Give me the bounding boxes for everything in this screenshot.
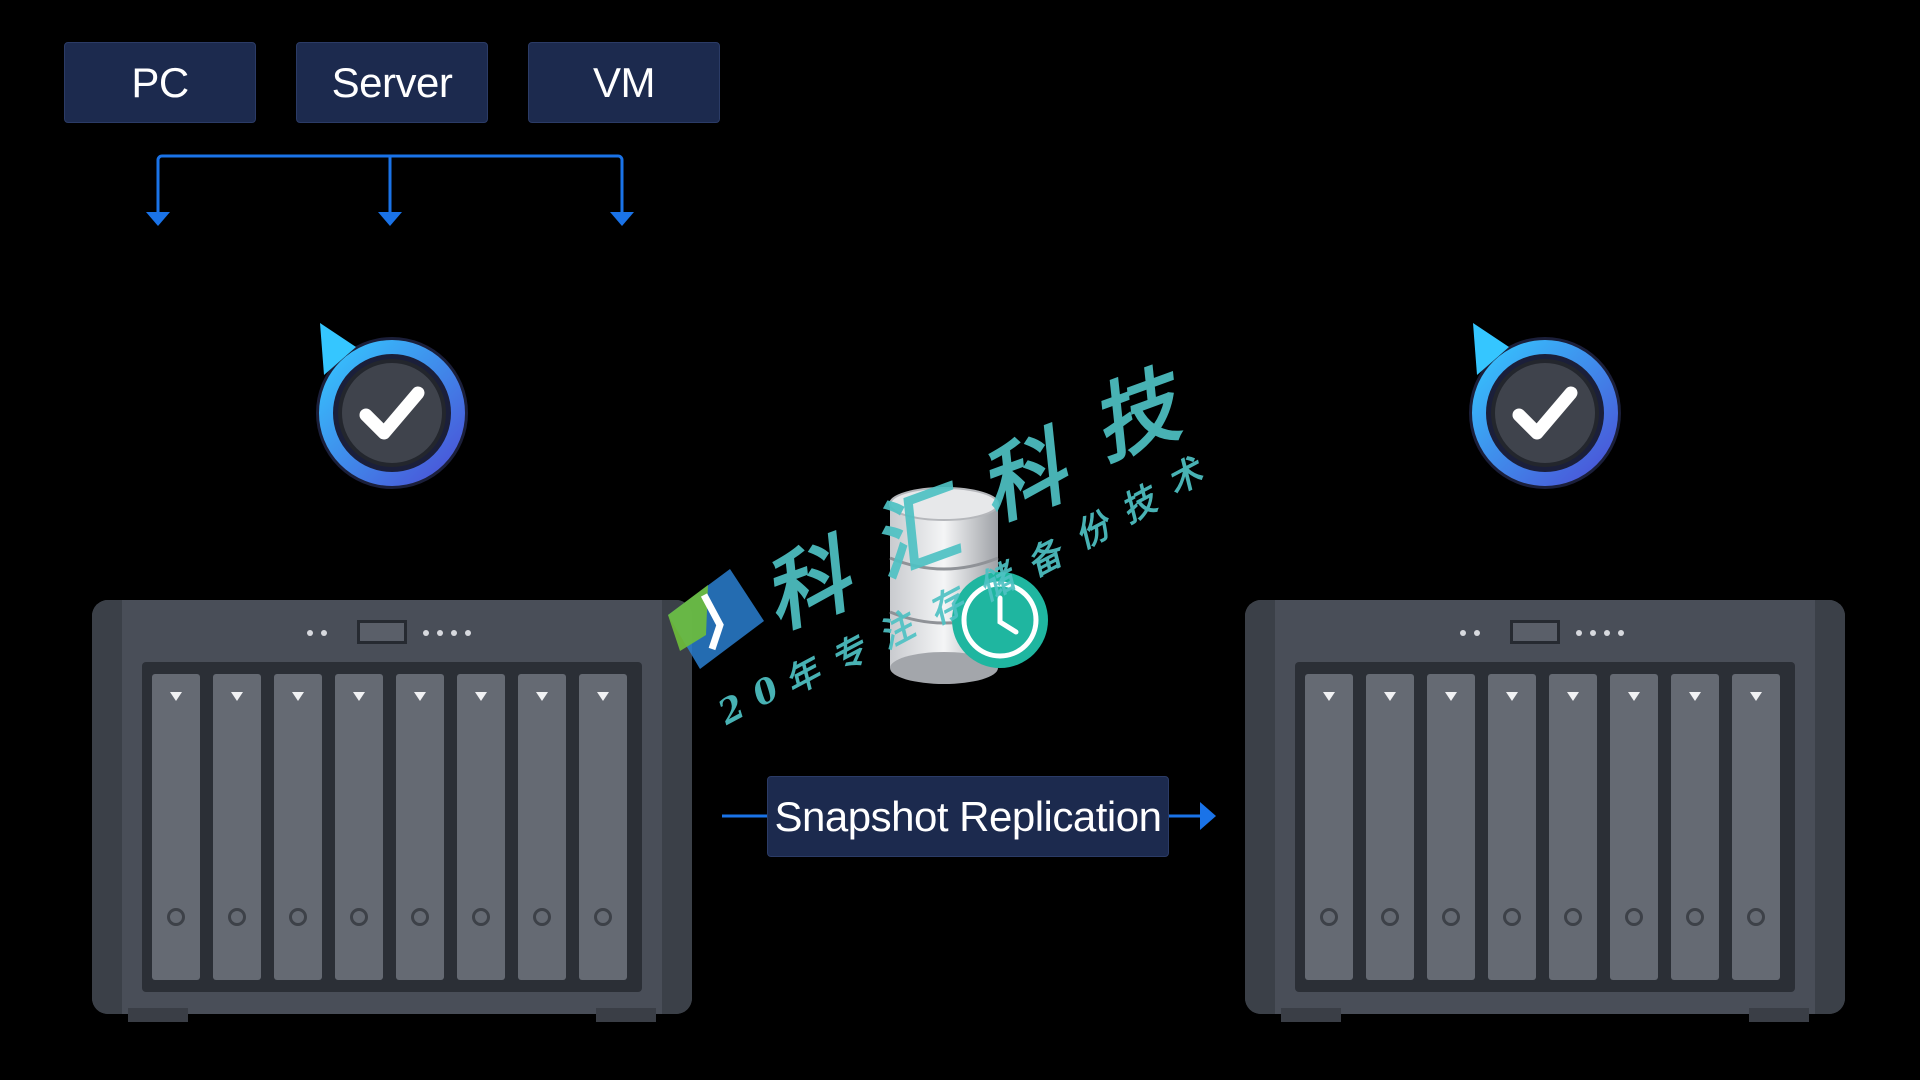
drive-bay — [1488, 674, 1536, 980]
kehui-logo-icon — [668, 569, 764, 669]
arrow-down-pc — [146, 212, 170, 226]
drive-bay — [1671, 674, 1719, 980]
drive-bay — [335, 674, 383, 980]
snapshot-replication-box: Snapshot Replication — [767, 776, 1169, 857]
nas-front-panel — [1460, 618, 1640, 648]
arrow-down-vm — [610, 212, 634, 226]
drive-bay — [1732, 674, 1780, 980]
nas-front-panel — [307, 618, 487, 648]
arrow-down-server — [378, 212, 402, 226]
drive-bay — [396, 674, 444, 980]
nas-device-right — [1245, 600, 1845, 1026]
drive-bay — [579, 674, 627, 980]
backup-check-icon — [1469, 323, 1621, 489]
arrow-right-replication — [1200, 802, 1216, 830]
drive-bay — [1610, 674, 1658, 980]
drive-bay — [518, 674, 566, 980]
drive-bay — [1366, 674, 1414, 980]
snapshot-replication-label: Snapshot Replication — [774, 792, 1162, 840]
source-server-label: Server — [331, 58, 453, 106]
nas-chassis — [1245, 600, 1845, 1014]
drive-bay — [152, 674, 200, 980]
source-vm-box: VM — [528, 42, 720, 123]
source-vm-label: VM — [593, 58, 656, 106]
drive-bay — [1305, 674, 1353, 980]
drive-bay — [457, 674, 505, 980]
drive-bay — [274, 674, 322, 980]
drive-bay — [213, 674, 261, 980]
drive-bay-area — [142, 662, 642, 992]
backup-check-icon — [316, 323, 468, 489]
drive-bay-area — [1295, 662, 1795, 992]
drive-bay — [1427, 674, 1475, 980]
nas-device-left — [92, 600, 692, 1026]
database-clock-icon — [889, 487, 1048, 684]
source-pc-label: PC — [131, 58, 189, 106]
source-pc-box: PC — [64, 42, 256, 123]
source-server-box: Server — [296, 42, 488, 123]
drive-bay — [1549, 674, 1597, 980]
nas-chassis — [92, 600, 692, 1014]
